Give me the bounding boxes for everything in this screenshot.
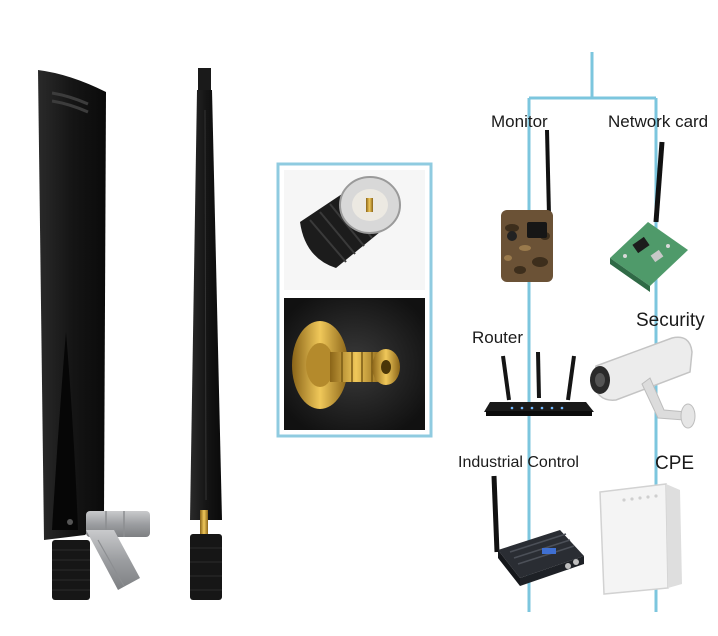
- label-router: Router: [472, 328, 524, 347]
- whip-antenna-icon: [190, 68, 222, 600]
- wifi-router-icon: [484, 351, 594, 416]
- security-camera-icon: [590, 336, 696, 429]
- sma-gold-bulkhead-icon: [284, 298, 425, 430]
- sma-female-connector-icon: [284, 170, 425, 290]
- right-angle-connector-icon: [86, 511, 150, 590]
- label-industrial-control: Industrial Control: [458, 454, 579, 471]
- blade-antenna-icon: [38, 70, 106, 600]
- label-monitor: Monitor: [491, 112, 548, 131]
- network-card-icon: [610, 141, 688, 292]
- label-cpe: CPE: [655, 453, 695, 474]
- label-security: Security: [636, 310, 705, 331]
- trail-camera-icon: [501, 129, 553, 282]
- cpe-box-icon: [599, 483, 682, 595]
- label-network-card: Network card: [608, 112, 709, 131]
- industrial-control-device-icon: [491, 475, 584, 586]
- connector-detail-frame: [276, 162, 433, 438]
